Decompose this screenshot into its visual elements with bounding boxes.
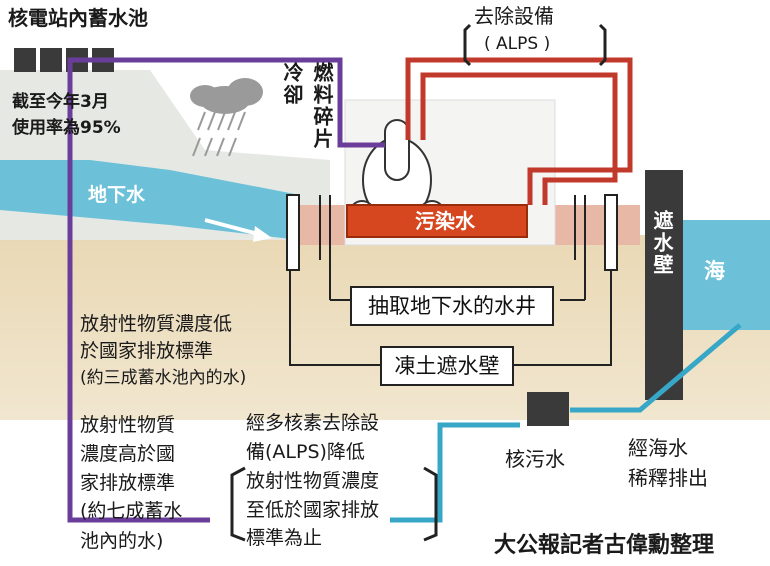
contaminated-water-label: 污染水: [415, 209, 475, 233]
above-standard-line1: 放射性物質: [80, 414, 176, 436]
alps-treat-line5: 標準為止: [246, 527, 323, 549]
ocean: [675, 220, 770, 330]
above-standard-line2: 濃度高於國: [80, 443, 176, 465]
alps-treat-line2: 備(ALPS)降低: [246, 441, 365, 463]
below-standard-line1: 放射性物質濃度低: [80, 313, 233, 335]
above-standard-line5: 池內的水): [80, 530, 164, 552]
frozen-wall-box: 凍土遮水壁: [380, 346, 514, 386]
frozen-wall-label: 凍土遮水壁: [394, 354, 500, 378]
below-standard-line3: (約三成蓄水池內的水): [80, 368, 247, 388]
alps-pipe: [405, 57, 633, 205]
dilute-label-line1: 經海水: [618, 432, 698, 465]
alps-treat-line1: 經多核素去除設: [246, 412, 380, 434]
usage-line1: 截至今年3月: [12, 92, 109, 112]
treated-water-pipe: [390, 323, 742, 523]
usage-line2: 使用率為95%: [12, 118, 121, 138]
groundwater-band: [0, 160, 300, 240]
groundwater-arrow-icon: [204, 218, 272, 242]
alps-label: 去除設備: [474, 4, 554, 28]
contaminated-water-pool: [346, 204, 528, 238]
rain-cloud-icon: [190, 78, 263, 157]
well-label-box: 抽取地下水的水井: [350, 286, 554, 326]
sea-label: 海: [704, 259, 725, 283]
waste-tank-icon: [527, 392, 569, 426]
fuel-debris-label: 燃料碎片: [310, 62, 334, 150]
credit-label: 大公報記者古偉勳整理: [494, 533, 715, 558]
groundwater-label: 地下水: [88, 184, 146, 206]
well-label: 抽取地下水的水井: [368, 294, 536, 318]
below-standard-line2: 於國家排放標準: [80, 340, 214, 362]
alps-treat-line4: 至低於國家排放: [246, 499, 380, 521]
seawall-label: 遮水壁: [650, 210, 674, 276]
alps-treat-line3: 放射性物質濃度: [246, 470, 380, 492]
wells: [286, 194, 618, 366]
storage-tanks-label: 核電站內蓄水池: [8, 6, 148, 30]
bracket-outline: [230, 23, 607, 542]
seawall: [645, 170, 683, 400]
ground-soil: [0, 235, 770, 420]
alps-abbr-label: ( ALPS ): [484, 34, 551, 54]
cooling-pipe: [67, 57, 385, 523]
above-standard-line3: 家排放標準: [80, 472, 176, 494]
dilute-label-line2: 稀釋排出: [618, 462, 718, 495]
cooling-label: 冷卻: [280, 62, 304, 106]
nuclear-wastewater-label: 核污水: [505, 447, 565, 471]
above-standard-line4: (約七成蓄水: [80, 500, 183, 522]
